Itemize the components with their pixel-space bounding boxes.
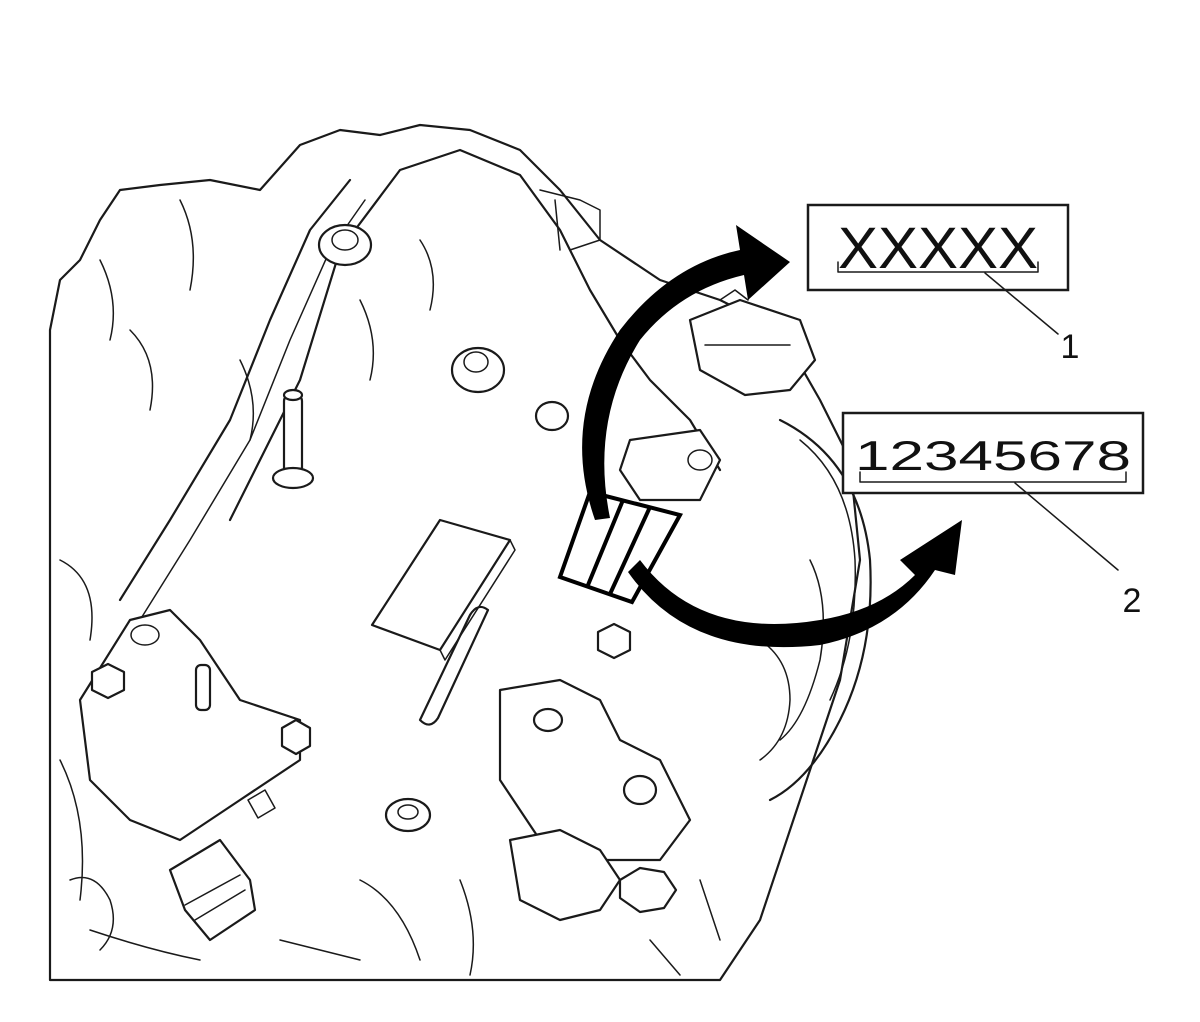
- hex-nut-left: [90, 662, 126, 700]
- label-2-text: 12345678: [855, 432, 1131, 479]
- label-location-markers: [557, 489, 684, 605]
- leader-line-1: [984, 272, 1059, 335]
- label-2-bracket: [859, 471, 1127, 483]
- label-1-box: [806, 203, 1070, 292]
- housing-ridge-inner: [118, 178, 352, 602]
- left-sensor-bracket: [78, 608, 302, 842]
- boss-top: [317, 223, 373, 267]
- label-2: 12345678 2: [841, 411, 1145, 620]
- callout-1: 1: [1061, 328, 1080, 366]
- hex-nut-lower: [618, 866, 678, 914]
- upper-right-connector: [688, 298, 817, 397]
- raised-pad: [370, 518, 512, 652]
- shift-lever-bracket: [498, 678, 692, 862]
- boss-middle: [450, 346, 506, 394]
- hex-nut-center: [596, 622, 632, 660]
- housing-outline: [48, 123, 862, 982]
- arrow-to-label-1: [582, 225, 790, 520]
- leader-line-2: [1014, 482, 1119, 571]
- housing-ridge: [228, 148, 722, 522]
- arrow-to-label-2: [628, 520, 962, 648]
- long-slot: [418, 605, 490, 726]
- label-2-box: [841, 411, 1145, 495]
- transmission-housing-drawing: [48, 123, 872, 982]
- rotation-arrows: [582, 225, 962, 648]
- label-1-bracket: [837, 261, 1039, 273]
- callout-2: 2: [1123, 582, 1142, 620]
- label-1-text: XXXXX: [838, 216, 1038, 281]
- label-1: XXXXX 1: [806, 203, 1080, 366]
- breather-stud: [282, 393, 304, 477]
